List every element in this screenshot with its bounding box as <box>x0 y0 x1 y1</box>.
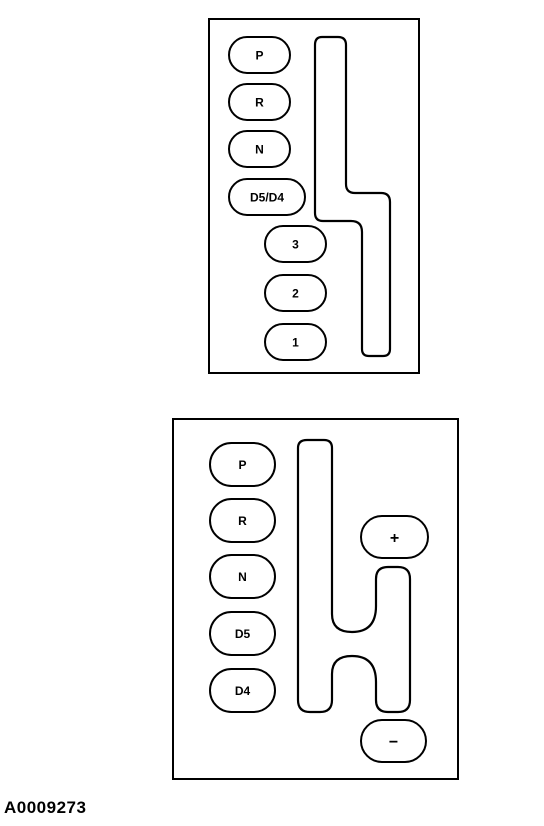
panel-a-shift-gate <box>313 35 392 358</box>
plus-icon: + <box>390 530 399 547</box>
position-2: 2 <box>264 274 327 312</box>
position-p-label: P <box>255 49 263 63</box>
position-r-button <box>209 498 276 543</box>
position-d4-button <box>209 668 276 713</box>
position-3-label: 3 <box>292 238 299 252</box>
position-d4: D4 <box>209 668 276 713</box>
position-d4-label: D4 <box>235 684 251 698</box>
position-3-button <box>264 225 327 263</box>
position-r-label: R <box>255 96 264 110</box>
position-d5-d4-label: D5/D4 <box>250 191 284 205</box>
shift-panel-a: P R N D5/D4 3 2 1 <box>208 18 420 374</box>
position-p-button <box>228 36 291 74</box>
position-n-button <box>209 554 276 599</box>
position-1-button <box>264 323 327 361</box>
position-r-button <box>228 83 291 121</box>
panel-b-shift-gate <box>296 438 412 714</box>
position-n: N <box>228 130 291 168</box>
position-2-button <box>264 274 327 312</box>
position-n-label: N <box>255 143 264 157</box>
position-r: R <box>228 83 291 121</box>
downshift-minus: − <box>360 719 427 763</box>
minus-icon: − <box>389 734 398 751</box>
position-p: P <box>228 36 291 74</box>
position-r: R <box>209 498 276 543</box>
minus-button <box>360 719 427 763</box>
position-1-label: 1 <box>292 336 299 350</box>
position-2-label: 2 <box>292 287 299 301</box>
plus-button <box>360 515 429 559</box>
position-n-label: N <box>238 570 247 584</box>
position-p-button <box>209 442 276 487</box>
shift-panel-b: P R N D5 D4 + − <box>172 418 459 780</box>
position-3: 3 <box>264 225 327 263</box>
position-d5: D5 <box>209 611 276 656</box>
position-d5-d4: D5/D4 <box>228 178 306 216</box>
position-p-label: P <box>238 458 246 472</box>
figure-id: A0009273 <box>4 798 87 817</box>
position-n-button <box>228 130 291 168</box>
upshift-plus: + <box>360 515 429 559</box>
position-n: N <box>209 554 276 599</box>
position-d5-button <box>209 611 276 656</box>
position-r-label: R <box>238 514 247 528</box>
position-p: P <box>209 442 276 487</box>
position-d5-label: D5 <box>235 627 251 641</box>
position-1: 1 <box>264 323 327 361</box>
position-d5-d4-button <box>228 178 306 216</box>
